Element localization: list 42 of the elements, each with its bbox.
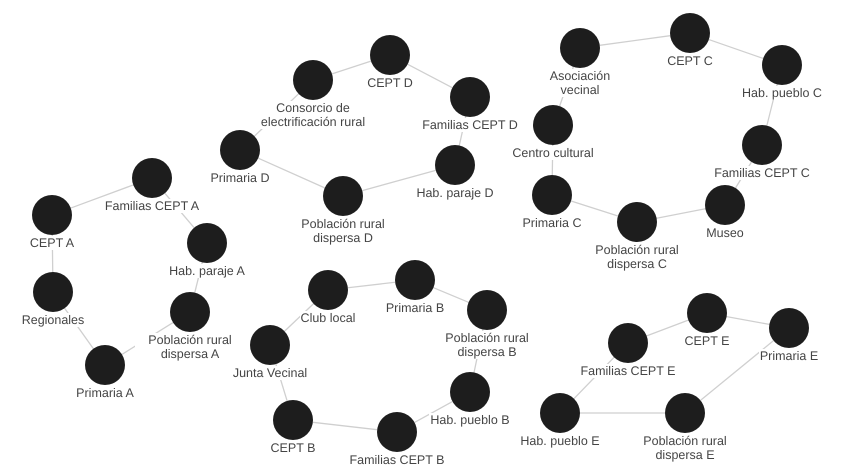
connector-line — [580, 412, 665, 414]
node-label: CEPT B — [270, 441, 316, 455]
connector-line — [348, 282, 396, 288]
node-label: CEPT A — [28, 236, 76, 250]
node-label: Familias CEPT D — [421, 118, 519, 132]
node-label: Primaria E — [758, 349, 820, 363]
node-label: Hab. paraje A — [168, 264, 246, 278]
connector-line — [656, 208, 706, 219]
node-label: CEPT C — [666, 54, 714, 68]
node-label: Hab. pueblo B — [429, 413, 511, 427]
node-label: Junta Vecinal — [232, 366, 308, 380]
connector-line — [407, 64, 453, 88]
node-label: Familias CEPT B — [348, 453, 446, 467]
node-label: Regionales — [20, 313, 86, 327]
connector-line — [646, 320, 689, 336]
node-label: Hab. pueblo E — [519, 434, 601, 448]
node-label: CEPT D — [366, 76, 414, 90]
node-label: Hab. pueblo C — [741, 86, 823, 100]
connector-line — [433, 287, 469, 303]
node-label: Primaria B — [384, 301, 446, 315]
node-label: Familias CEPT C — [713, 166, 811, 180]
connector-line — [70, 184, 134, 209]
node-label: CEPT E — [684, 334, 730, 348]
node-label: Primaria A — [75, 386, 135, 400]
connector-line — [332, 60, 372, 74]
node-label: Familias CEPT A — [104, 199, 200, 213]
connector-line — [258, 158, 325, 188]
connector-line — [570, 200, 618, 217]
connector-line — [362, 170, 436, 192]
node-label: Primaria C — [521, 216, 583, 230]
connector-line — [312, 422, 378, 430]
connector-line — [708, 38, 764, 60]
node-label: Centro cultural — [511, 146, 595, 160]
node-label: Primaria D — [209, 171, 271, 185]
node-label: Club local — [300, 311, 356, 325]
node-label: Museo — [705, 226, 745, 240]
connector-line — [726, 316, 770, 326]
node-label: Familias CEPT E — [580, 364, 676, 378]
connector-line — [414, 401, 453, 423]
connector-line — [600, 35, 670, 46]
node-label: Hab. paraje D — [415, 186, 495, 200]
connector-line — [700, 340, 774, 401]
